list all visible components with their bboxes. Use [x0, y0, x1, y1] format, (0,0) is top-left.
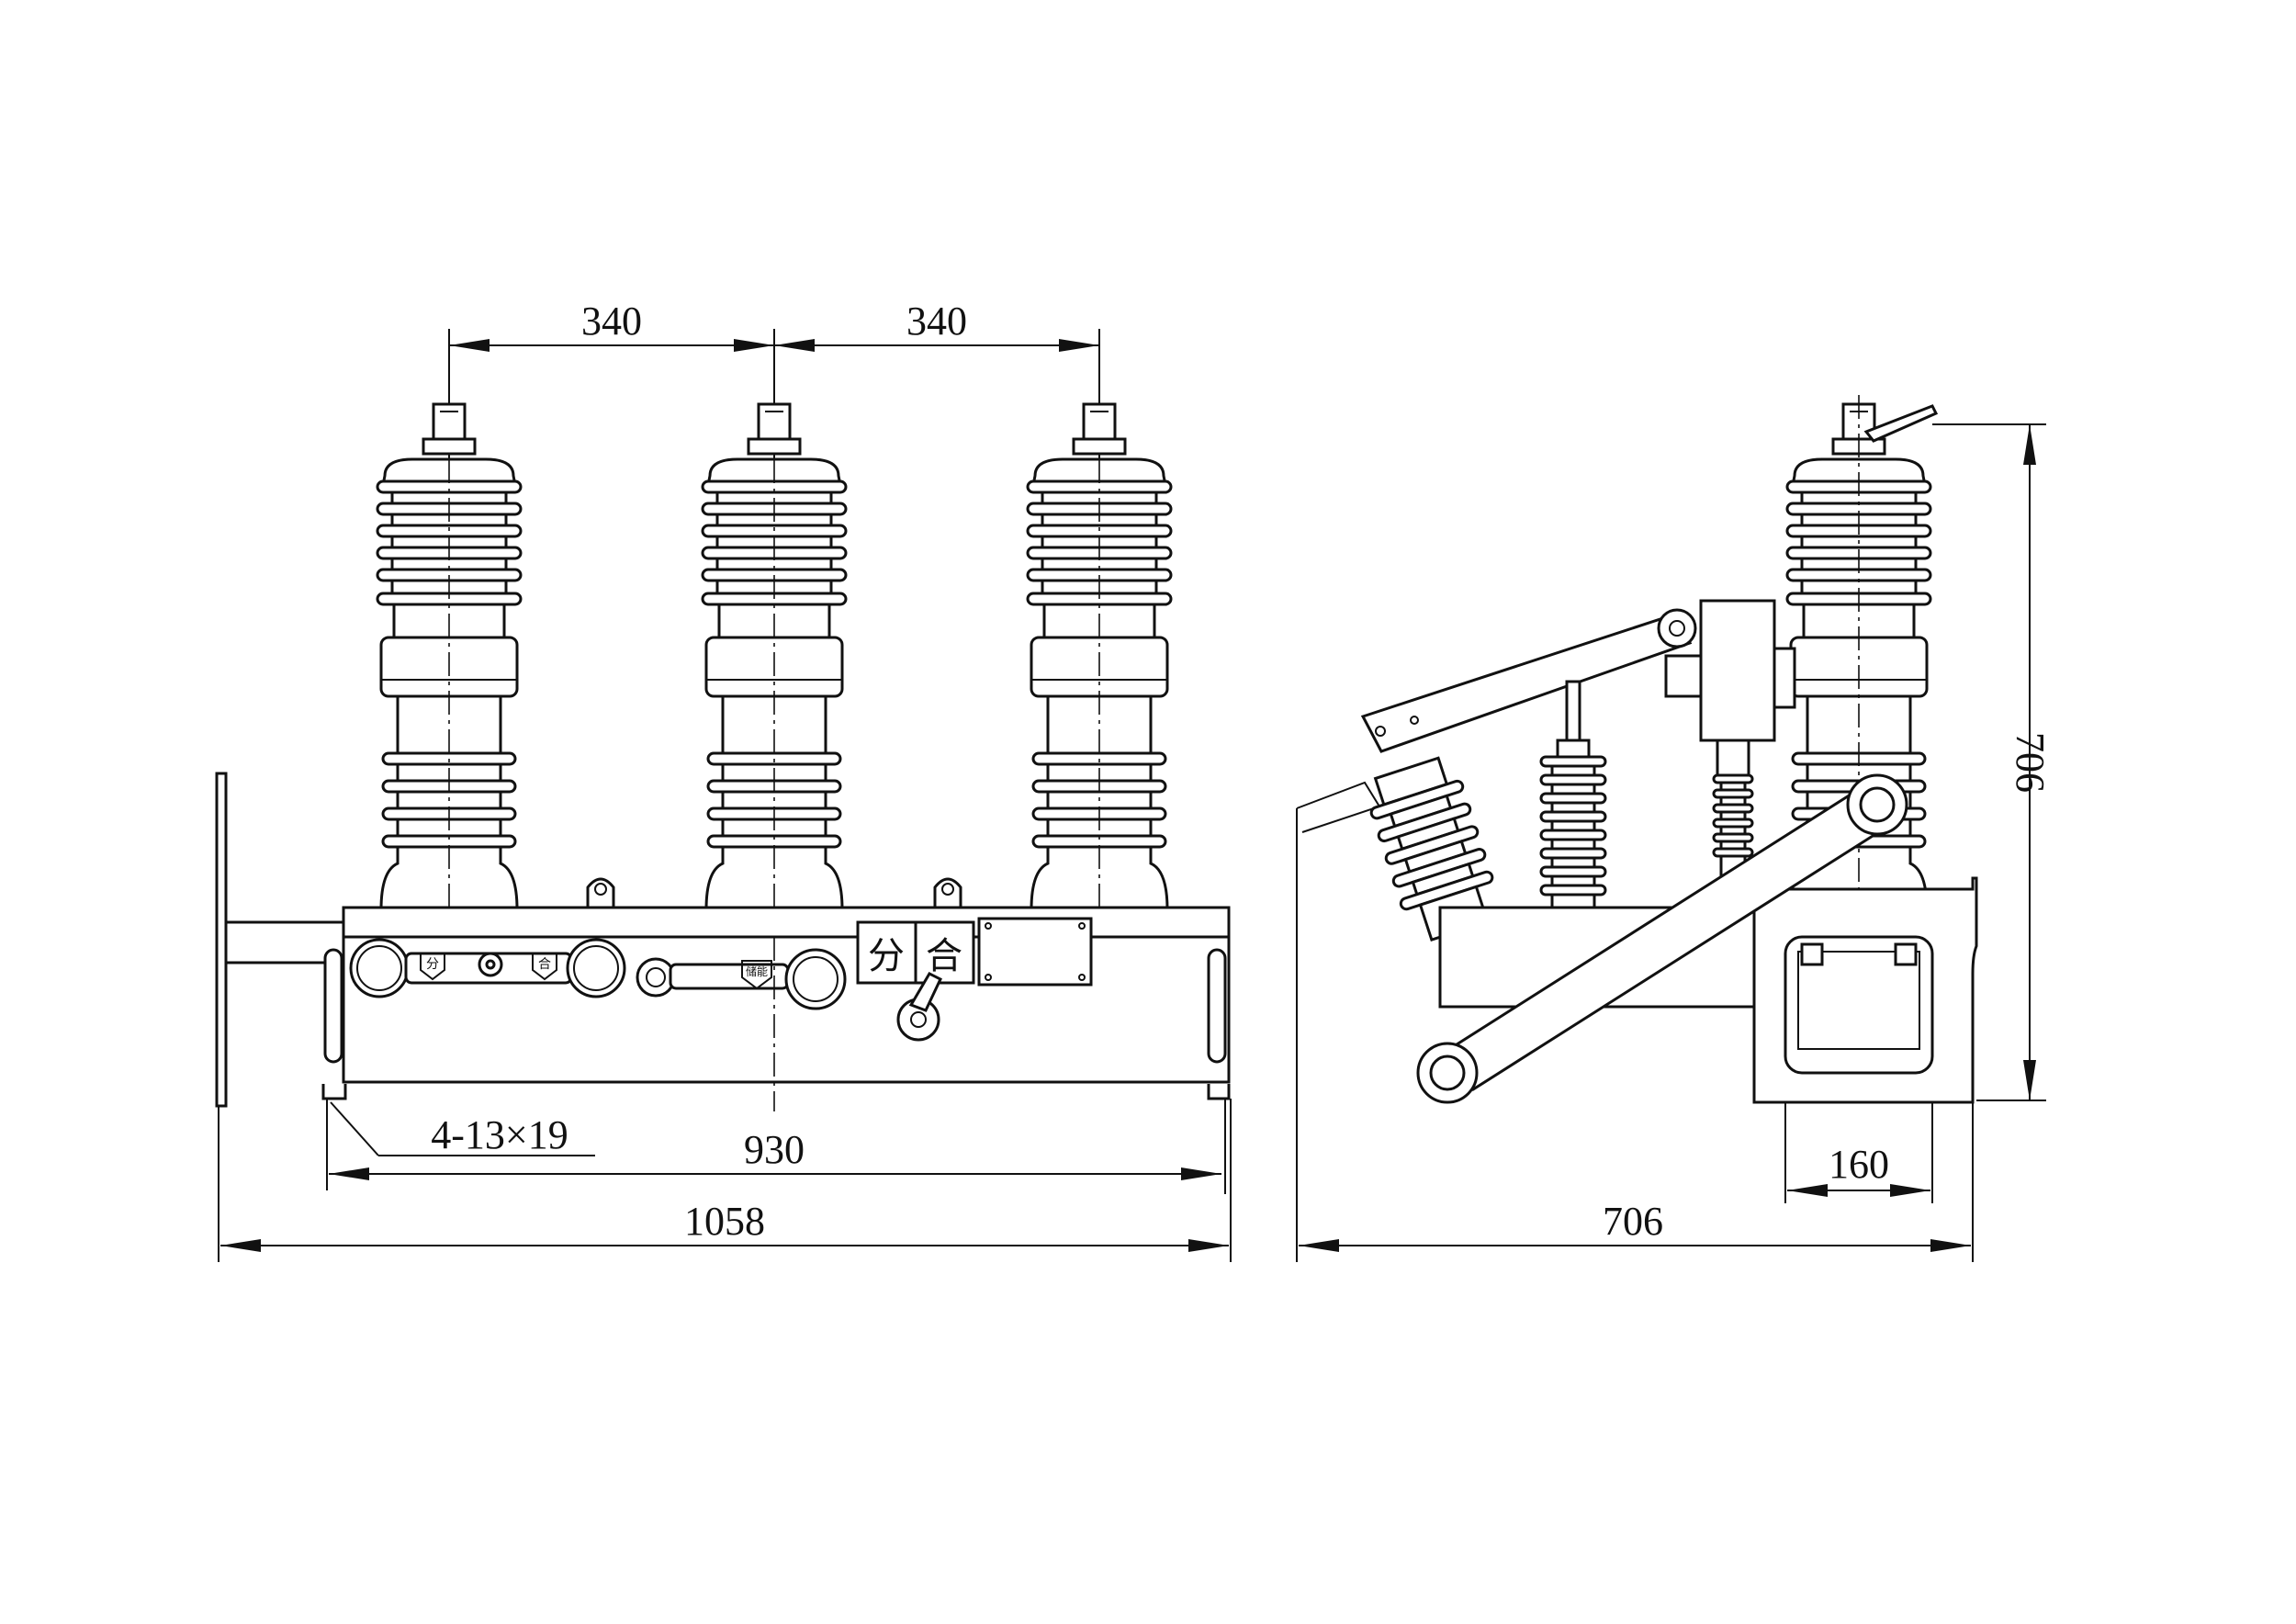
front-view: 分 合 储能 分 合 — [215, 299, 1232, 1262]
dim-mounting-span: 930 — [744, 1127, 805, 1172]
side-view: 706 160 706 — [1296, 395, 2053, 1262]
dim-mounting-holes: 4-13×19 — [431, 1112, 568, 1157]
dim-depth: 706 — [1603, 1199, 1663, 1244]
label-close: 合 — [926, 935, 962, 976]
dim-overall-width: 1058 — [684, 1199, 765, 1244]
dim-pole-spacing-right: 340 — [906, 299, 967, 344]
dim-base-width: 160 — [1829, 1142, 1889, 1187]
label-open: 分 — [868, 935, 905, 976]
indicator-close-small: 合 — [538, 957, 551, 972]
dim-pole-spacing-left: 340 — [581, 299, 642, 344]
dim-height: 706 — [2008, 732, 2053, 793]
indicator-charge-small: 储能 — [746, 964, 768, 978]
indicator-open-small: 分 — [426, 957, 439, 972]
